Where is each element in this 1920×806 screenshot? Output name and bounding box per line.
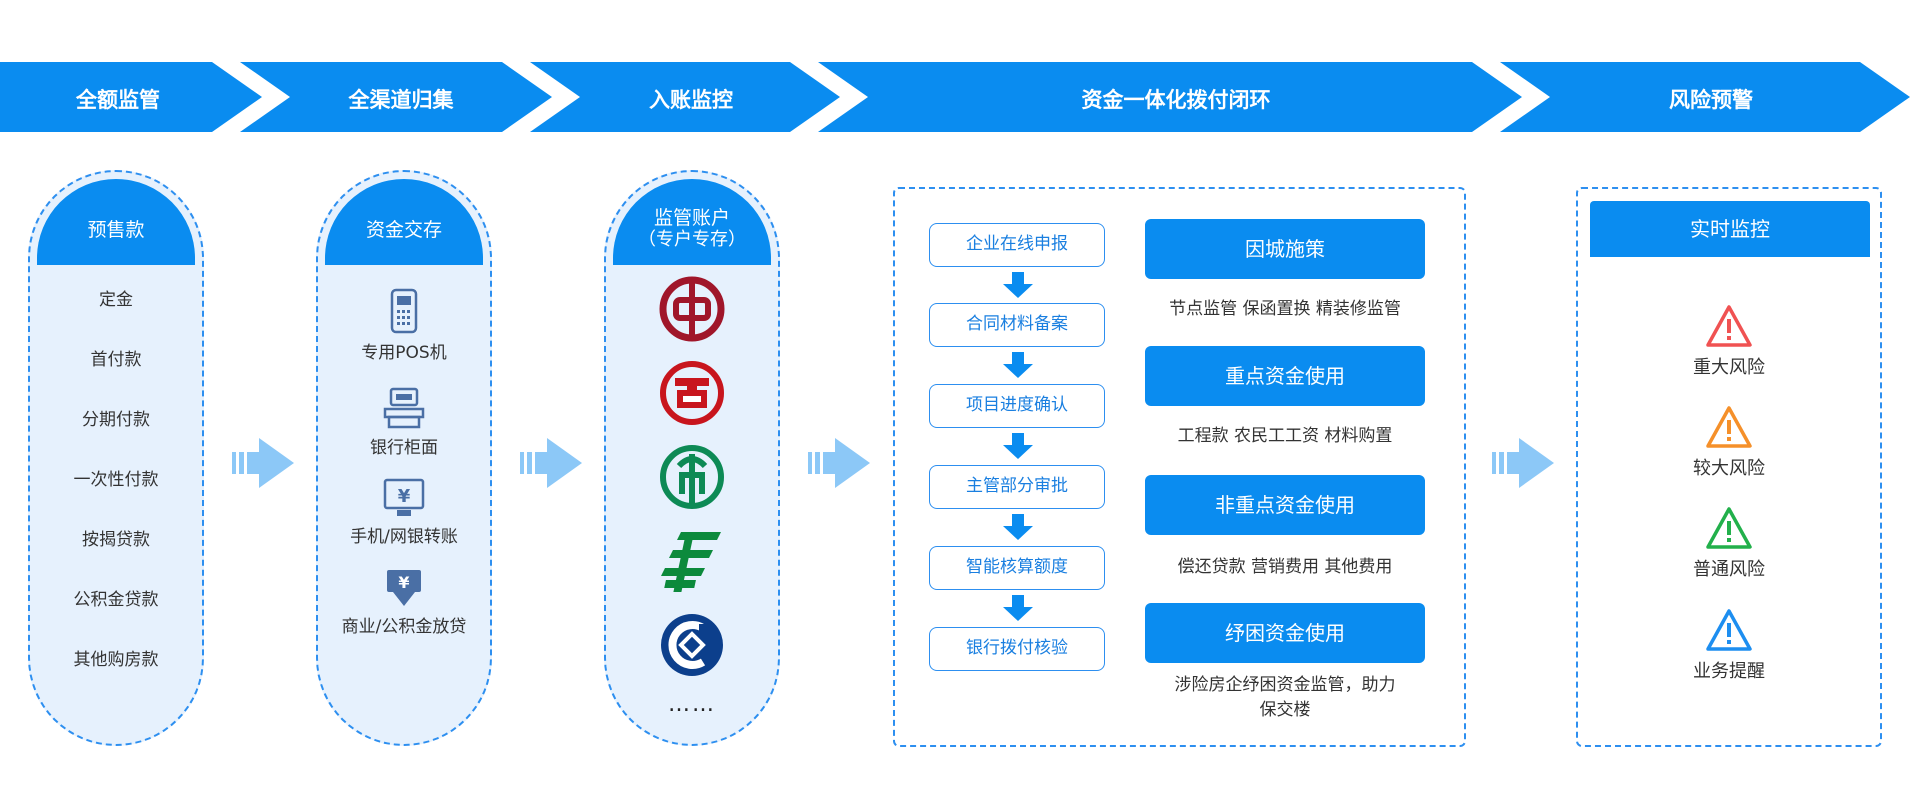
list-item: 按揭贷款 xyxy=(82,530,150,550)
arrow-down-icon xyxy=(1003,433,1033,459)
deposit-column: 资金交存 专用POS机 银行柜面 ¥ 手机/网银转账 xyxy=(316,170,492,746)
tool-transfer: ¥ 手机/网银转账 xyxy=(318,478,490,547)
realtime-monitor-header: 实时监控 xyxy=(1590,201,1870,257)
list-item: 首付款 xyxy=(90,350,142,370)
bank-counter-icon xyxy=(383,387,425,429)
arrow-down-icon xyxy=(1003,352,1033,378)
warning-icon xyxy=(1706,609,1752,651)
flow-step: 企业在线申报 xyxy=(929,223,1105,267)
tool-label: 银行柜面 xyxy=(370,438,438,458)
risk-level-reminder: 业务提醒 xyxy=(1578,607,1880,683)
tool-label: 商业/公积金放贷 xyxy=(341,617,467,637)
abc-logo xyxy=(660,445,724,509)
stage-label-3: 入账监控 xyxy=(649,88,733,112)
pos-terminal-icon xyxy=(390,288,418,334)
list-item: 分期付款 xyxy=(82,410,150,430)
tool-loan: ¥ 商业/公积金放贷 xyxy=(318,568,490,637)
loan-icon: ¥ xyxy=(387,570,421,606)
policy-desc-line: 涉险房企纾困资金监管，助力 xyxy=(1174,675,1396,695)
presale-column: 预售款 定金 首付款 分期付款 一次性付款 按揭贷款 公积金贷款 其他购房款 xyxy=(28,170,204,746)
svg-text:¥: ¥ xyxy=(398,573,409,592)
list-item: 一次性付款 xyxy=(73,470,159,490)
flow-step: 智能核算额度 xyxy=(929,546,1105,590)
tool-pos: 专用POS机 xyxy=(318,288,490,363)
policy-title: 纾困资金使用 xyxy=(1145,603,1425,663)
flow-step: 银行拨付核验 xyxy=(929,627,1105,671)
flow-step: 合同材料备案 xyxy=(929,303,1105,347)
account-column: 监管账户 （专户专存） …… xyxy=(604,170,780,746)
deposit-header: 资金交存 xyxy=(325,179,483,265)
presale-title: 预售款 xyxy=(87,219,145,241)
arrow-down-icon xyxy=(1003,514,1033,540)
policy-desc: 工程款 农民工工资 材料购置 xyxy=(1177,426,1393,446)
stage-label-4: 资金一体化拨付闭环 xyxy=(1081,88,1271,112)
policy-desc-line: 保交楼 xyxy=(1259,700,1311,720)
warning-icon xyxy=(1706,305,1752,347)
icbc-logo xyxy=(660,361,724,425)
account-title: 监管账户 xyxy=(653,207,730,229)
risk-label: 重大风险 xyxy=(1693,357,1765,378)
account-header: 监管账户 （专户专存） xyxy=(613,179,771,265)
risk-label: 较大风险 xyxy=(1693,458,1765,479)
risk-warning-box: 实时监控 重大风险 较大风险 普通风险 业务提醒 xyxy=(1576,187,1882,747)
policy-title: 重点资金使用 xyxy=(1145,346,1425,406)
risk-level-normal: 普通风险 xyxy=(1578,505,1880,581)
risk-label: 业务提醒 xyxy=(1693,661,1765,682)
tool-label: 手机/网银转账 xyxy=(350,527,458,547)
list-item: 定金 xyxy=(99,290,133,310)
postal-bank-logo xyxy=(661,532,721,592)
policy-desc: 涉险房企纾困资金监管，助力 保交楼 xyxy=(1145,673,1425,723)
arrow-down-icon xyxy=(1003,595,1033,621)
flow-step: 项目进度确认 xyxy=(929,384,1105,428)
account-subtitle: （专户专存） xyxy=(638,229,746,250)
flow-step: 主管部分审批 xyxy=(929,465,1105,509)
online-transfer-icon: ¥ xyxy=(383,478,425,516)
list-item: 公积金贷款 xyxy=(73,590,159,610)
flow-arrow-icon xyxy=(1492,438,1554,488)
svg-text:¥: ¥ xyxy=(398,486,411,507)
stage-label-2: 全渠道归集 xyxy=(348,88,454,112)
presale-list: 定金 首付款 分期付款 一次性付款 按揭贷款 公积金贷款 其他购房款 xyxy=(30,288,202,708)
risk-level-major: 重大风险 xyxy=(1578,303,1880,379)
tool-counter: 银行柜面 xyxy=(318,387,490,458)
flow-arrow-icon xyxy=(808,438,870,488)
policy-desc: 偿还贷款 营销费用 其他费用 xyxy=(1177,557,1393,577)
arrow-down-icon xyxy=(1003,272,1033,298)
policy-desc: 节点监管 保函置换 精装修监管 xyxy=(1169,299,1401,319)
warning-icon xyxy=(1706,406,1752,448)
warning-icon xyxy=(1706,507,1752,549)
stage-label-1: 全额监管 xyxy=(76,88,160,112)
deposit-title: 资金交存 xyxy=(365,219,442,241)
disbursement-loop-box: 企业在线申报 合同材料备案 项目进度确认 主管部分审批 智能核算额度 银行拨付核… xyxy=(893,187,1466,747)
stage-label-5: 风险预警 xyxy=(1669,88,1753,112)
bank-of-china-logo xyxy=(659,276,725,342)
flow-arrow-icon xyxy=(520,438,582,488)
policy-title: 因城施策 xyxy=(1145,219,1425,279)
risk-level-high: 较大风险 xyxy=(1578,404,1880,480)
flow-arrow-icon xyxy=(232,438,294,488)
tool-label: 专用POS机 xyxy=(361,343,447,363)
risk-label: 普通风险 xyxy=(1693,559,1765,580)
list-item: 其他购房款 xyxy=(73,650,159,670)
policy-title: 非重点资金使用 xyxy=(1145,475,1425,535)
ccb-logo xyxy=(661,614,723,676)
presale-header: 预售款 xyxy=(37,179,195,265)
more-banks-ellipsis: …… xyxy=(668,692,716,717)
